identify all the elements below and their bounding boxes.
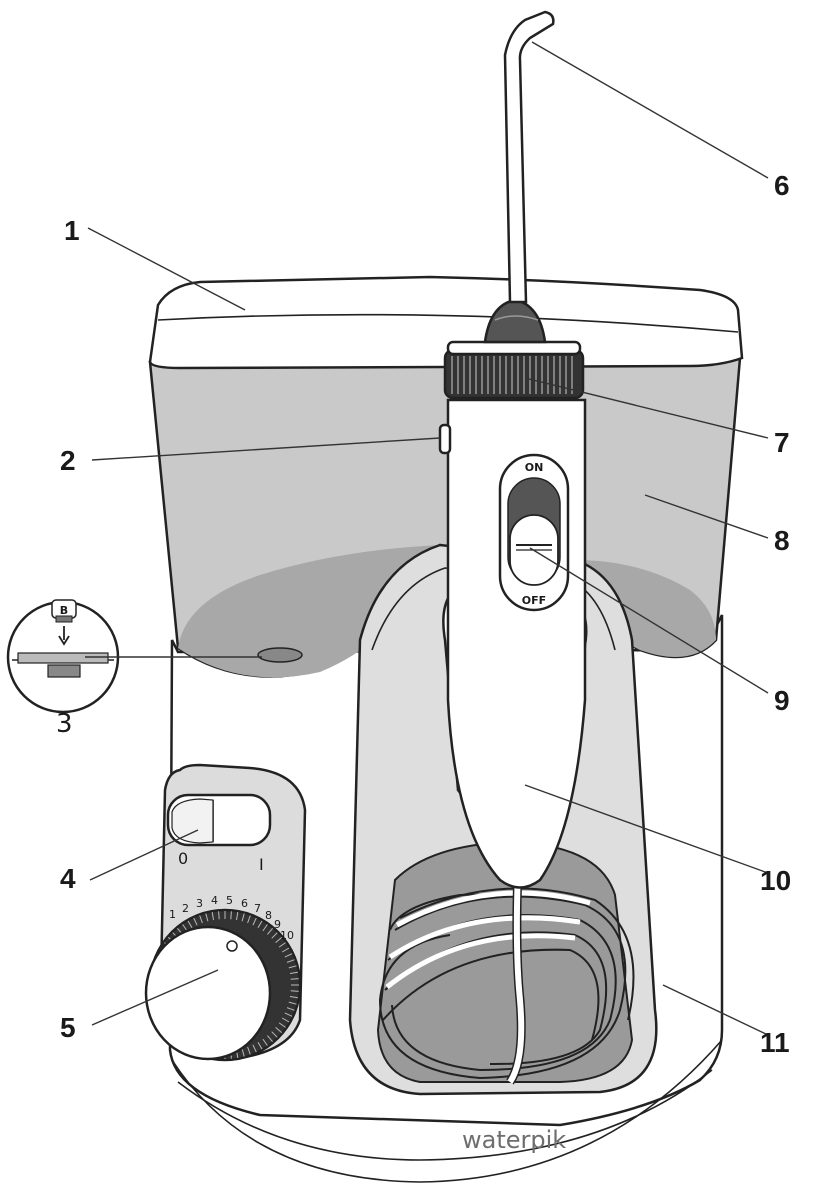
callout-11: 11 bbox=[760, 1027, 790, 1058]
reservoir-lid bbox=[148, 275, 744, 370]
callout-2: 2 bbox=[60, 445, 76, 476]
dial-knurl-line bbox=[241, 1048, 245, 1057]
dial-knurl-line bbox=[284, 1012, 293, 1017]
leader-line-8 bbox=[644, 494, 769, 539]
dial-knurl-line bbox=[205, 913, 209, 922]
dial-knurl-line bbox=[267, 1035, 273, 1043]
dial-knurl-line bbox=[187, 920, 193, 929]
dial-number: 2 bbox=[182, 902, 189, 915]
dial-knurl-line bbox=[247, 1046, 251, 1055]
dial-knurl-line bbox=[230, 911, 232, 920]
dial-knurl-line bbox=[286, 959, 295, 963]
dial-number: 7 bbox=[254, 902, 261, 915]
dial-knurl-line bbox=[289, 996, 298, 999]
dial-indicator-dot bbox=[226, 940, 238, 952]
callout-3: 3 bbox=[56, 709, 73, 739]
dial-knurl-line bbox=[218, 911, 220, 920]
dial-knurl-line bbox=[247, 915, 251, 924]
dial-knurl-line bbox=[290, 990, 299, 992]
dial-number: 4 bbox=[211, 894, 218, 907]
tip-rotation-ring[interactable] bbox=[443, 340, 585, 400]
dial-number: 9 bbox=[274, 918, 281, 931]
leader-line-5 bbox=[91, 969, 219, 1026]
leader-line-11 bbox=[662, 984, 769, 1036]
pressure-dial[interactable] bbox=[144, 908, 302, 1062]
dial-number: 10 bbox=[280, 929, 294, 942]
coiled-hose bbox=[378, 887, 635, 1080]
coiled-hose-white bbox=[385, 890, 591, 989]
leader-line-4 bbox=[89, 829, 199, 881]
callout-1: 1 bbox=[64, 215, 80, 246]
handle-switch-on-label: ON bbox=[525, 461, 544, 474]
cavity-inner-edge bbox=[371, 567, 616, 651]
leader-line-6 bbox=[531, 41, 769, 179]
brand-logo: waterpik bbox=[462, 1126, 566, 1154]
callout-9: 9 bbox=[774, 685, 790, 716]
dial-knurl-line bbox=[271, 1031, 278, 1038]
handle-switch-off-label: OFF bbox=[522, 594, 546, 607]
dial-number: 3 bbox=[196, 897, 203, 910]
callout-8: 8 bbox=[774, 525, 790, 556]
dial-knurl-line bbox=[288, 1001, 297, 1005]
dial-number: 6 bbox=[241, 897, 248, 910]
lid-edge-line bbox=[157, 313, 739, 333]
leader-line-2 bbox=[91, 437, 441, 461]
dial-knurl-line bbox=[252, 917, 257, 926]
dial-knurl-line bbox=[271, 932, 278, 939]
dial-knurl-line bbox=[289, 971, 298, 974]
leader-line-1 bbox=[87, 227, 246, 311]
dial-knurl-line bbox=[257, 1041, 263, 1050]
reservoir-valve bbox=[257, 647, 303, 663]
pressure-dial-scale: 1 2 3 4 5 6 7 8 9 10 bbox=[169, 894, 294, 942]
valve-letter: B bbox=[60, 604, 68, 617]
handle-pause-switch[interactable] bbox=[498, 453, 570, 612]
dial-knurl-line bbox=[252, 1044, 257, 1053]
power-switch-on-label: I bbox=[259, 855, 264, 874]
valve-detail-inset: B bbox=[6, 599, 120, 714]
callout-6: 6 bbox=[774, 170, 790, 201]
dial-number: 1 bbox=[169, 908, 176, 921]
dial-knurl-line bbox=[267, 927, 273, 935]
dial-knurl-line bbox=[199, 915, 203, 924]
dial-number: 5 bbox=[226, 894, 233, 907]
dial-knurl-line bbox=[211, 912, 214, 921]
base-rim-inner bbox=[177, 1069, 713, 1161]
leader-line-9 bbox=[529, 547, 769, 694]
leader-line-10 bbox=[524, 784, 769, 874]
dial-knurl-line bbox=[193, 917, 198, 926]
dial-number: 8 bbox=[265, 909, 272, 922]
flossing-tip bbox=[503, 10, 555, 304]
dial-knurl-line bbox=[241, 913, 245, 922]
dial-knurl-line bbox=[262, 924, 268, 932]
reservoir-water-shadow bbox=[178, 545, 450, 678]
dial-knurl-line bbox=[281, 1017, 290, 1023]
dial-knurl-line bbox=[288, 965, 297, 969]
dial-knurl-line bbox=[278, 942, 286, 948]
tip-eject-button[interactable] bbox=[438, 423, 452, 455]
callout-4: 4 bbox=[60, 863, 76, 894]
dial-knurl-line bbox=[278, 1022, 286, 1028]
dial-knurl-line bbox=[284, 953, 293, 958]
dial-knurl-line bbox=[236, 912, 239, 921]
dial-knurl-line bbox=[257, 920, 263, 929]
callout-5: 5 bbox=[60, 1012, 76, 1043]
dial-knurl-line bbox=[281, 947, 290, 953]
power-switch-off-label: 0 bbox=[178, 849, 188, 868]
leader-line-7 bbox=[524, 377, 769, 439]
dial-knurl-line bbox=[275, 937, 283, 943]
dial-knurl-line bbox=[275, 1027, 283, 1033]
dial-knurl-line bbox=[290, 978, 299, 980]
callout-7: 7 bbox=[774, 427, 790, 458]
callout-10: 10 bbox=[760, 865, 791, 896]
dial-knurl-line bbox=[286, 1007, 295, 1011]
dial-knurl-line bbox=[262, 1038, 268, 1046]
